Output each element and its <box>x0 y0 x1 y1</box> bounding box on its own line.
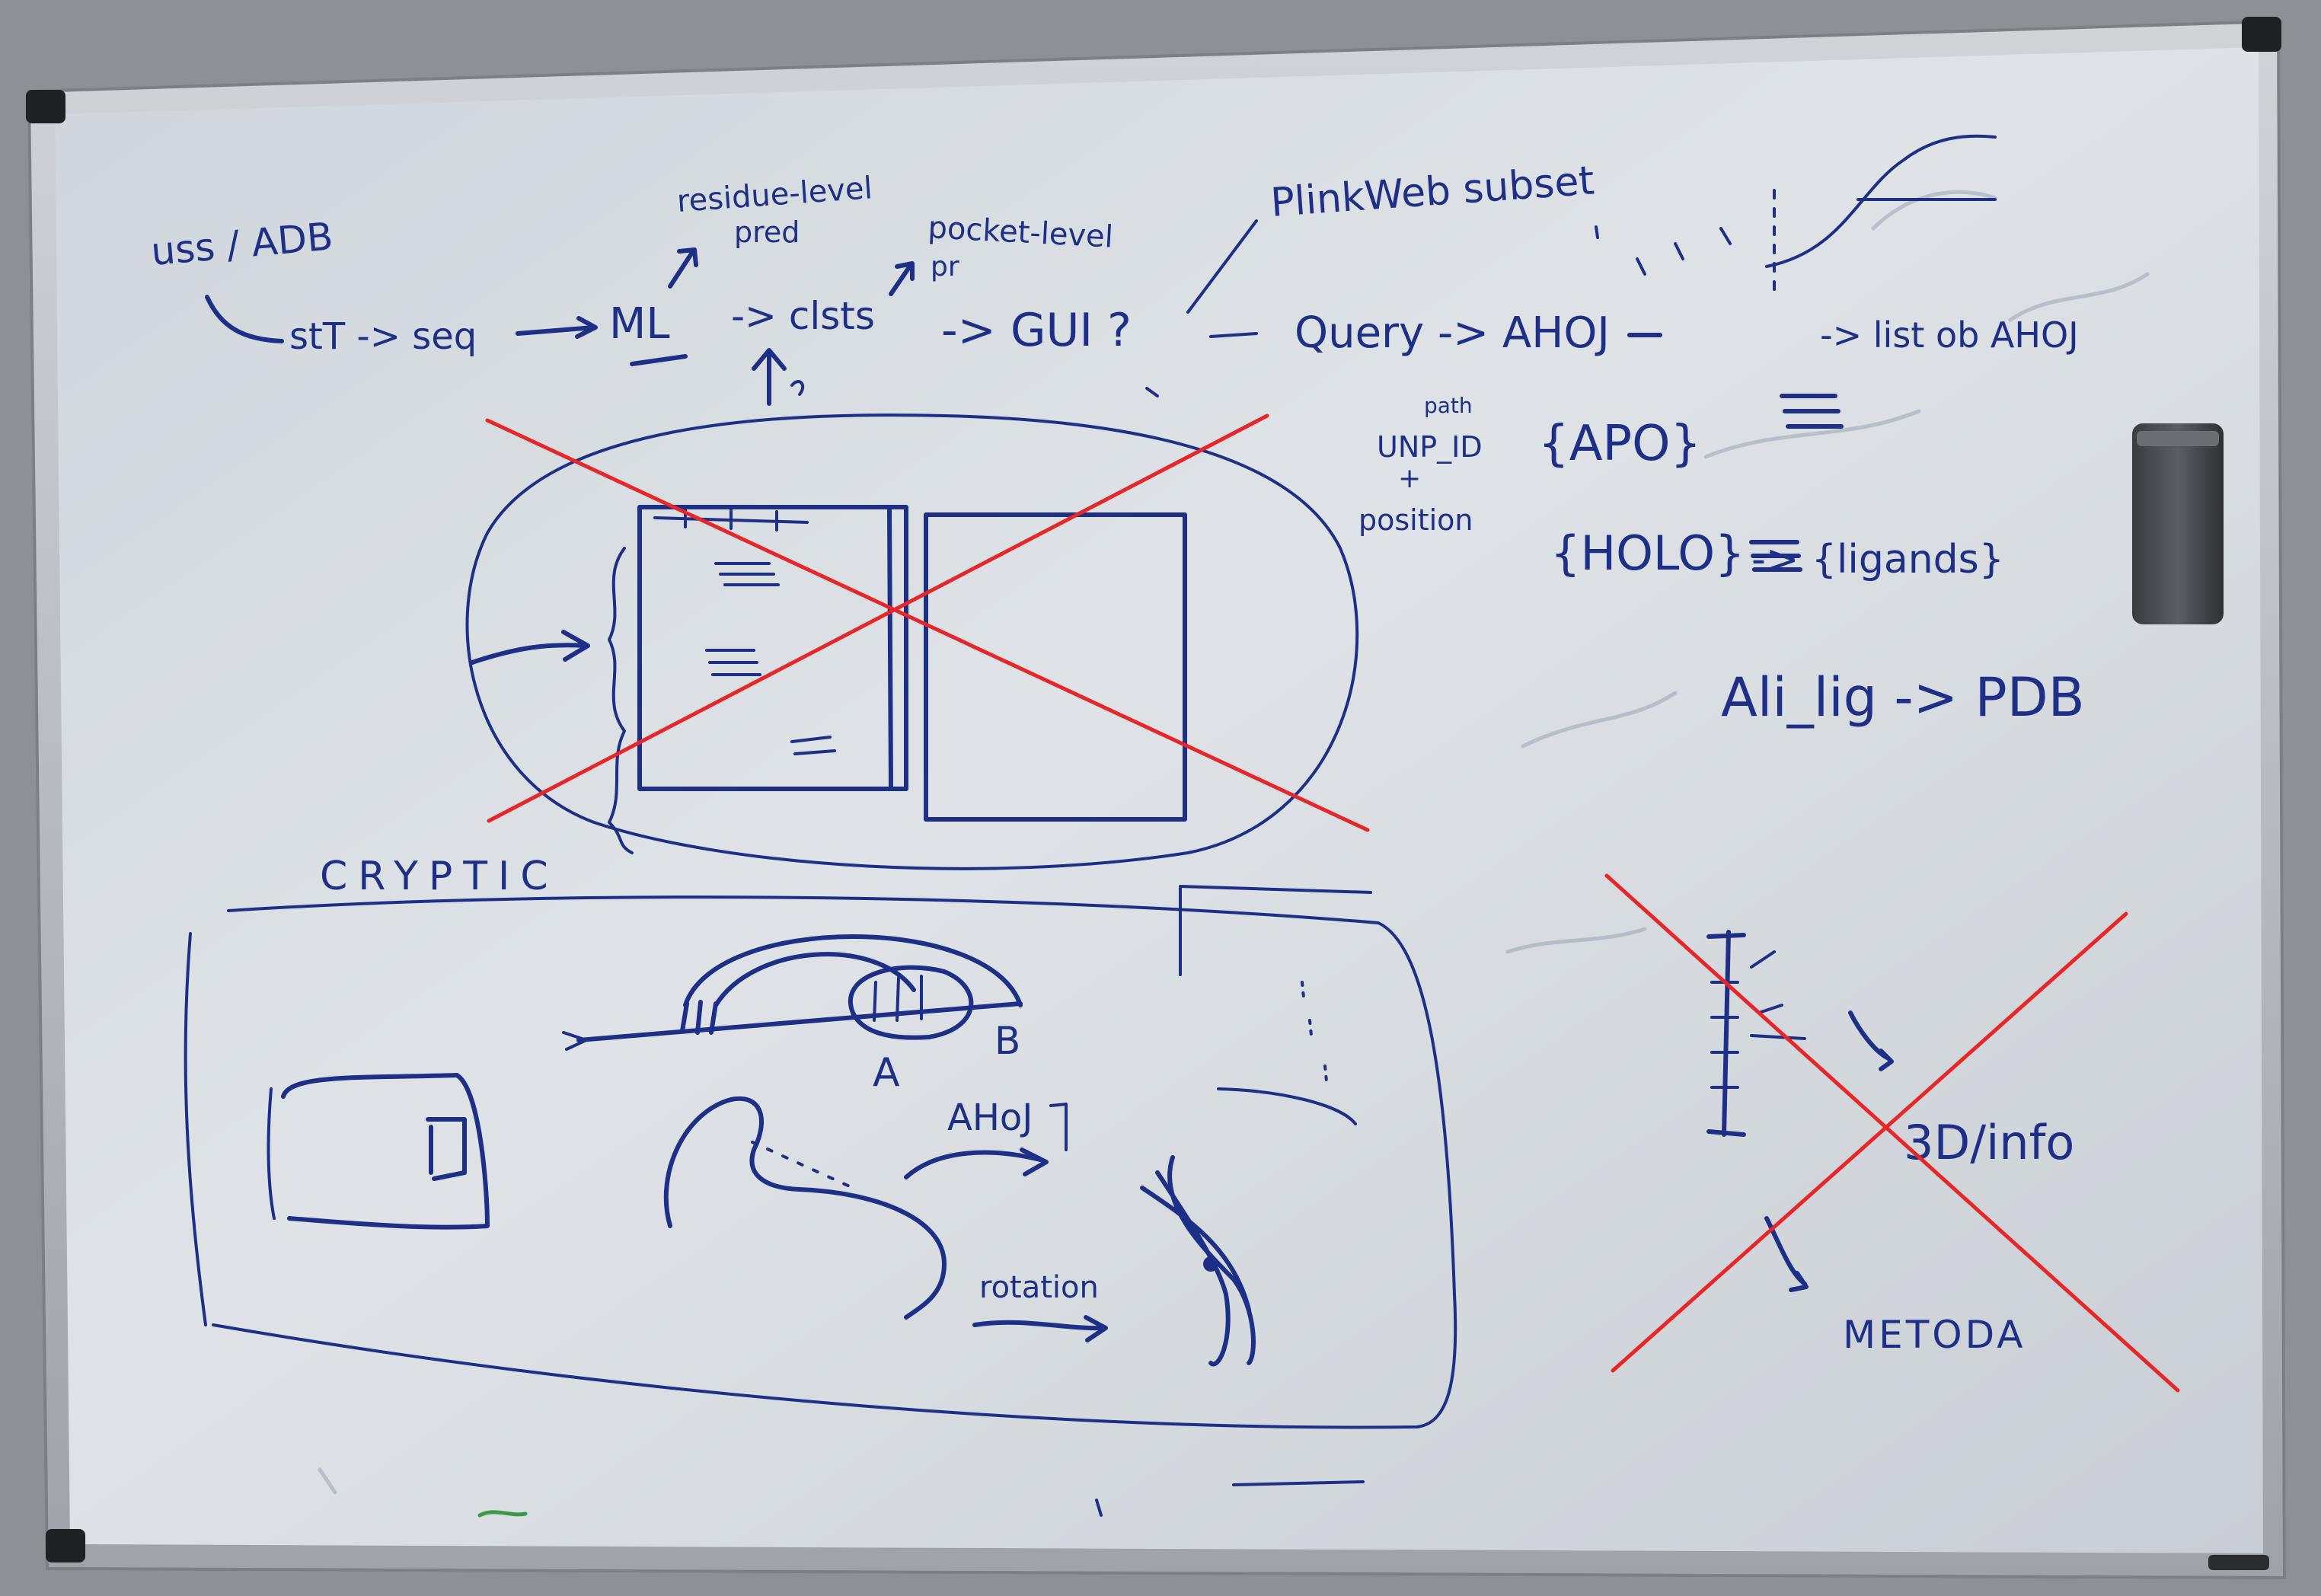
method-arrows <box>1750 950 1806 1040</box>
sketch-panel-divider <box>887 508 893 790</box>
ahoj-bracket <box>1049 1103 1068 1151</box>
side-note-path: path <box>1424 393 1473 418</box>
cryptic-strand-1 <box>1155 1170 1231 1367</box>
cryptic-left-shape <box>281 1073 490 1230</box>
gui-tick <box>1145 387 1159 397</box>
up-arrow-under-clusters <box>752 348 787 406</box>
cryptic-section: CRYPTIC A B AHoJ rotation <box>184 854 1457 1429</box>
title-tick <box>1595 225 1599 239</box>
cryptic-dots <box>1301 981 1328 1083</box>
connector-upper <box>1186 219 1258 314</box>
corner-cap-top-right <box>2242 17 2281 52</box>
cryptic-arc-inner <box>714 952 916 1007</box>
cryptic-label-rotation: rotation <box>979 1270 1099 1305</box>
bottom-right-method: METODA <box>1843 1313 2026 1357</box>
red-cross-a-2 <box>487 413 1269 823</box>
ml-underline <box>630 354 688 366</box>
cryptic-left-bracket <box>267 1087 276 1220</box>
sketch-panel-left <box>637 505 908 791</box>
bottom-right-3d: 3D/info <box>1904 1115 2074 1170</box>
connector-lower <box>1209 332 1258 338</box>
right-flow-apo: {APO} <box>1538 416 1701 472</box>
source-arrow <box>205 295 284 343</box>
crossed-sketch-bottom: 3D/info METODA <box>1604 873 2180 1393</box>
green-smudge <box>477 1510 528 1518</box>
red-cross-b-2 <box>1611 911 2128 1373</box>
bottom-marks <box>318 1467 1365 1518</box>
cryptic-baseline <box>576 1001 1023 1042</box>
arrow-up-pocket <box>889 261 915 296</box>
board-surface <box>55 47 2263 1553</box>
cryptic-label-ahoj: AHoJ <box>947 1096 1033 1139</box>
mark-bottom-1 <box>1232 1480 1365 1486</box>
red-cross-b-1 <box>1604 873 2180 1393</box>
right-flow-holo: {HOLO} <box>1550 525 1745 581</box>
right-flow-ali: Ali_lig -> PDB <box>1721 666 2085 729</box>
method-arrow-down <box>1848 1010 1894 1071</box>
mark-bottom-2 <box>1095 1499 1103 1517</box>
cryptic-right-box <box>1179 885 1372 1125</box>
right-flow-list: -> list ob AHOJ <box>1820 314 2079 356</box>
crossed-sketch-top <box>465 413 1370 870</box>
erased-smudges <box>1505 190 2150 954</box>
top-flow-step4: -> GUI ? <box>941 304 1132 357</box>
holo-equiv <box>1749 540 1802 572</box>
top-flow-step3: -> clsts <box>731 294 875 338</box>
cryptic-strand-3 <box>1140 1186 1251 1312</box>
eraser <box>2132 423 2224 624</box>
sigmoid-marks <box>1636 227 1732 276</box>
cryptic-middle-curve <box>663 1096 947 1320</box>
method-axis <box>1706 930 1746 1137</box>
corner-cap-top-left <box>26 90 65 123</box>
arrow-up-residue <box>668 247 698 289</box>
note-pr: pr <box>931 251 959 282</box>
cryptic-dot-cluster <box>680 1000 718 1035</box>
grey-smudge <box>318 1467 337 1495</box>
cryptic-strand-2 <box>1167 1155 1256 1365</box>
rotation-arrow <box>972 1315 1108 1342</box>
cryptic-frame <box>184 895 1457 1429</box>
cryptic-baseline-arrow <box>562 1031 588 1051</box>
side-note-unp: UNP_ID <box>1377 430 1483 464</box>
red-cross-a-1 <box>485 418 1370 832</box>
sketch-lines-2 <box>705 649 761 676</box>
right-flow-query: Query -> AHOJ <box>1295 308 1610 358</box>
cryptic-left-glyph <box>426 1117 467 1181</box>
cryptic-middle-dotted <box>751 1141 854 1189</box>
corner-cap-bottom-right <box>2208 1555 2269 1570</box>
sketch-lines-1 <box>714 562 780 586</box>
side-note-position: position <box>1358 503 1473 537</box>
sketch-brace <box>608 547 634 854</box>
cryptic-middle-arrow <box>904 1148 1049 1179</box>
strand-knot <box>1203 1256 1218 1272</box>
cryptic-label-b: B <box>994 1019 1020 1063</box>
note-pred: pred <box>734 215 800 249</box>
sketch-blob-outline <box>465 413 1359 870</box>
cryptic-label-a: A <box>873 1050 900 1096</box>
apo-equiv <box>1780 394 1844 429</box>
sketch-arrow-in <box>470 630 590 665</box>
cryptic-arc-outer <box>683 934 1023 1007</box>
right-flow-ligands: -> {ligands} <box>1751 537 2004 583</box>
sigmoid-curve <box>1765 134 1997 268</box>
cryptic-oval-ticks <box>873 975 923 1022</box>
sketch-ruler <box>653 507 809 531</box>
sketch-panel-right <box>924 512 1187 822</box>
corner-cap-bottom-left <box>46 1529 85 1562</box>
top-flow-step2: ML <box>609 299 670 349</box>
small-tick <box>790 380 805 396</box>
sketch-lines-3 <box>790 736 836 755</box>
top-flow-step1: stT -> seq <box>289 315 477 358</box>
cryptic-oval <box>848 965 974 1040</box>
arrow-to-ml <box>516 316 598 339</box>
side-note-plus: + <box>1398 463 1421 494</box>
cryptic-title: CRYPTIC <box>320 854 559 899</box>
